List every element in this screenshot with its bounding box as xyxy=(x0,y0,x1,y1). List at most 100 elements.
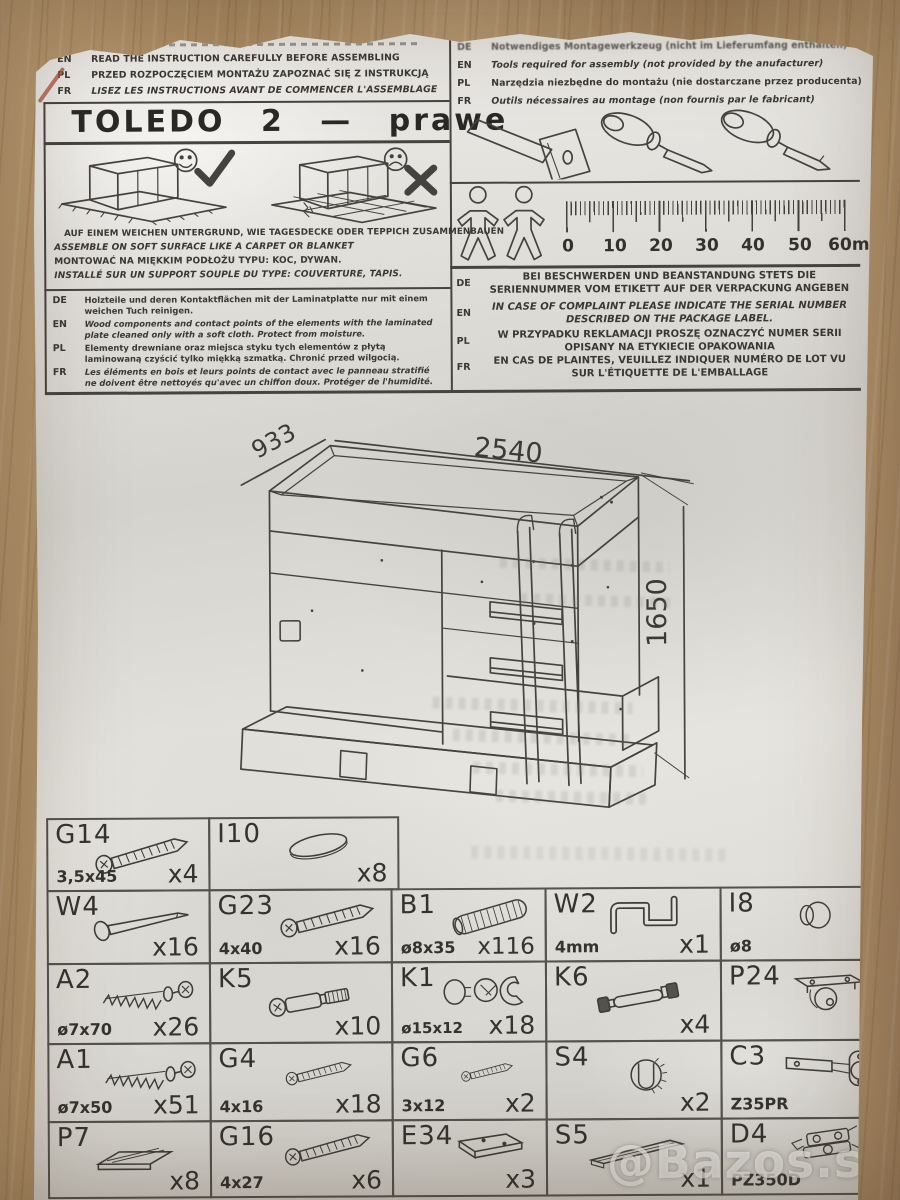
flat-screwdriver-icon xyxy=(600,112,713,174)
language-label: PL xyxy=(456,335,470,347)
parts-row: G14 3,5x45 x4 I10 x8 xyxy=(46,816,400,893)
part-code: A1 xyxy=(56,1044,93,1076)
ruler-label: 40 xyxy=(741,235,765,256)
part-cell: K6 x4 xyxy=(544,959,723,1043)
part-qty: x16 xyxy=(152,932,199,962)
part-code: G16 xyxy=(218,1121,276,1153)
part-cell: A2 ø7x70 x26 xyxy=(46,962,212,1046)
language-label: FR xyxy=(52,367,67,379)
part-cell: A1 ø7x50 x51 xyxy=(47,1042,212,1124)
language-label: FR xyxy=(456,361,471,373)
rule xyxy=(449,179,860,184)
notice-row: PL PRZED ROZPOCZĘCIEM MONTAŻU ZAPOZNAĆ S… xyxy=(57,68,429,81)
part-size: 4x27 xyxy=(219,1172,264,1193)
notice-row: EN Wood components and contact points of… xyxy=(53,317,445,340)
part-qty: x116 xyxy=(477,933,535,960)
part-cell: G23 4x40 x16 xyxy=(208,888,393,965)
part-cell: G16 4x27 x6 xyxy=(209,1119,395,1199)
column-divider xyxy=(449,32,453,392)
notice-row: FR Les éléments en bois et leurs points … xyxy=(53,365,445,388)
part-code: I10 xyxy=(217,818,262,850)
language-label: EN xyxy=(457,59,472,71)
soft-surface-illustration xyxy=(58,147,438,226)
part-qty: x18 xyxy=(488,1010,536,1040)
assemble-on-carpet-pictogram xyxy=(58,148,236,226)
language-label: DE xyxy=(52,295,67,307)
product-title: TOLEDO 2 — prawe xyxy=(71,102,509,140)
part-qty: x18 xyxy=(334,1089,382,1119)
cam-lock-icon xyxy=(443,976,524,1006)
part-code: S4 xyxy=(554,1042,590,1073)
cover-cap-icon xyxy=(287,828,350,865)
part-cell: G14 3,5x45 x4 xyxy=(46,817,211,893)
language-label: FR xyxy=(57,85,72,98)
ruler-label: 10 xyxy=(603,236,627,257)
part-code: G23 xyxy=(217,890,274,922)
part-size: ø8x35 xyxy=(400,937,456,958)
part-code: G6 xyxy=(400,1043,440,1074)
language-label: DE xyxy=(456,277,471,289)
part-qty: x2 xyxy=(504,1088,536,1118)
notice-text: Narzędzia niezbędne do montażu (nie dost… xyxy=(491,75,862,89)
dim-height-label: 1650 xyxy=(642,578,673,647)
part-size: ø7x50 xyxy=(57,1097,113,1118)
part-qty: x6 xyxy=(351,1165,383,1195)
notice-text: LISEZ LES INSTRUCTIONS AVANT DE COMMENCE… xyxy=(91,84,438,97)
bunk-bed-drawing: 933 2540 1650 xyxy=(240,418,694,809)
part-code: G4 xyxy=(218,1044,258,1075)
rule xyxy=(44,387,861,396)
part-size: 3,5x45 xyxy=(56,866,118,887)
notice-row: PL Elementy drewniane oraz miejsca styku… xyxy=(53,341,445,364)
two-person-icon xyxy=(457,185,545,261)
left-border xyxy=(43,102,47,395)
caster-wheel-icon xyxy=(794,974,864,1011)
notice-row: BEI BESCHWERDEN UND BEANSTANDUNG STETS D… xyxy=(489,270,850,296)
part-cell: G6 3x12 x2 xyxy=(391,1040,548,1122)
part-cell: B1 ø8x35 x116 xyxy=(390,887,547,964)
part-code: C3 xyxy=(729,1041,767,1072)
ruler-label: 50 xyxy=(788,235,812,256)
ruler-major-ticks xyxy=(565,199,848,233)
notice-text: Wood components and contact points of th… xyxy=(84,317,433,340)
part-cell: K5 x10 xyxy=(208,961,394,1045)
part-qty: x51 xyxy=(152,1090,200,1120)
part-code: W2 xyxy=(553,889,598,920)
bazos-watermark: @Bazos.sk xyxy=(606,1133,896,1191)
ruler-label: 20 xyxy=(649,235,673,256)
notice-text: PRZED ROZPOCZĘCIEM MONTAŻU ZAPOZNAĆ SIĘ … xyxy=(91,68,429,81)
rule xyxy=(43,139,450,145)
notice-row: EN CAS DE PLAINTES, VEUILLEZ INDIQUER NU… xyxy=(493,353,846,379)
part-size: 4mm xyxy=(554,937,600,957)
notice-row: INSTALLÉ SUR UN SUPPORT SOUPLE DU TYPE: … xyxy=(54,269,402,281)
part-size: ø8 xyxy=(729,936,752,956)
notice-row: DE AUF EINEM WEICHEN UNTERGRUND, WIE TAG… xyxy=(54,227,504,240)
notice-text: Holzteile und deren Kontaktflächen mit d… xyxy=(84,293,428,316)
part-qty: x8 xyxy=(169,1166,201,1196)
part-cell: S4 x2 xyxy=(545,1039,723,1121)
cross-icon xyxy=(404,164,438,196)
notice-text: Elementy drewniane oraz miejsca styku ty… xyxy=(84,341,400,364)
notice-text: Les éléments en bois et leurs points de … xyxy=(84,365,434,388)
part-code: P7 xyxy=(56,1122,92,1154)
notice-row: MONTOWAĆ NA MIĘKKIM PODŁOŻU TYPU: KOC, D… xyxy=(54,256,341,268)
language-label: EN xyxy=(52,319,68,331)
part-qty: x4 xyxy=(167,859,199,889)
sad-face-icon xyxy=(383,147,408,172)
notice-row: EN READ THE INSTRUCTION CAREFULLY BEFORE… xyxy=(57,52,400,65)
notice-row: DE Holzteile und deren Kontaktflächen mi… xyxy=(52,293,444,316)
ruler-scale: 0 10 20 30 40 50 60mm xyxy=(562,199,873,259)
part-size: 3x12 xyxy=(401,1096,446,1116)
language-label: EN xyxy=(456,307,471,319)
rule xyxy=(450,263,861,269)
parts-row: A1 ø7x50 x51 G4 4x16 x18 G6 3x12 x2 xyxy=(47,1038,873,1124)
part-qty: x26 xyxy=(152,1012,200,1042)
no-hard-floor-pictogram xyxy=(271,147,438,224)
part-qty: x16 xyxy=(334,931,381,961)
part-qty: x1 xyxy=(679,929,710,959)
parts-row: A2 ø7x70 x26 K5 x10 K1 ø15x12 x18 xyxy=(46,958,873,1046)
notice-row: PL Narzędzia niezbędne do montażu (nie d… xyxy=(457,76,862,89)
part-code: I8 xyxy=(728,888,755,919)
part-size: 4x16 xyxy=(219,1096,264,1117)
part-code: K5 xyxy=(217,964,254,995)
